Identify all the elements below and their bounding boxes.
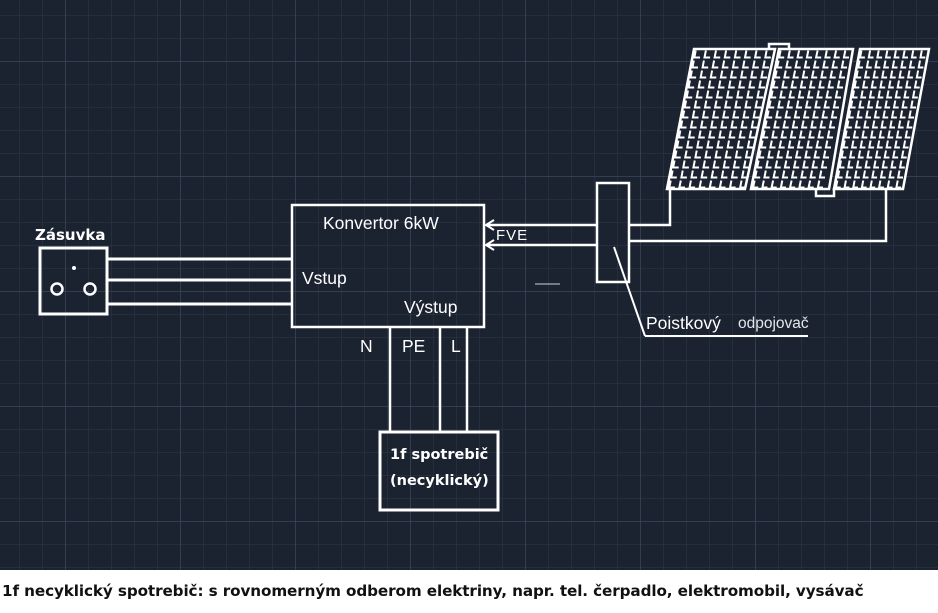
solar-cell-grid — [751, 50, 849, 189]
consumer-label-line2: (necyklický) — [390, 473, 489, 489]
panel-connector-bottom — [814, 188, 836, 198]
socket-ground-pin-icon — [72, 266, 76, 270]
converter-title: Konvertor 6kW — [323, 213, 439, 233]
socket-box — [38, 246, 109, 316]
converter-input-label: Vstup — [302, 268, 347, 288]
fuse-label-main: Poistkový — [646, 313, 721, 333]
wire-label-l: L — [451, 336, 461, 356]
solar-cell-grid — [834, 50, 926, 189]
fuse-label-secondary: odpojovač — [738, 315, 809, 332]
solar-panel — [832, 47, 931, 191]
solar-panel-frame — [665, 47, 777, 191]
consumer-box — [378, 430, 500, 512]
fuse-disconnector-box — [595, 181, 631, 284]
socket-hole-right-icon — [83, 282, 97, 296]
arrow-left-icon — [484, 239, 495, 251]
socket-label: Zásuvka — [35, 226, 106, 244]
caption-text: 1f necyklický spotrebič: s rovnomerným o… — [2, 582, 864, 600]
converter-box — [290, 203, 486, 329]
leader-line — [613, 246, 646, 337]
solar-panel — [665, 47, 777, 191]
solar-panel — [749, 47, 855, 191]
pv-string-minus — [629, 188, 888, 243]
solar-panel-frame — [749, 47, 855, 191]
solar-cell-grid — [668, 50, 771, 189]
socket-hole-left-icon — [50, 282, 64, 296]
panel-connector-top — [767, 42, 791, 48]
solar-panel-frame — [832, 47, 931, 191]
wire-label-n: N — [360, 336, 373, 356]
pv-string-plus — [629, 188, 672, 227]
wiring-diagram — [38, 42, 931, 512]
wire-label-pe: PE — [402, 336, 426, 356]
diagram-canvas: Zásuvka Konvertor 6kW Vstup Výstup N PE … — [0, 0, 938, 570]
arrow-left-icon — [484, 219, 495, 231]
converter-output-label: Výstup — [404, 297, 458, 317]
consumer-label-line1: 1f spotrebič — [390, 447, 489, 463]
pv-input-label: FVE — [496, 227, 529, 244]
caption-bar: 1f necyklický spotrebič: s rovnomerným o… — [0, 570, 938, 613]
solar-panel-array — [665, 47, 931, 191]
